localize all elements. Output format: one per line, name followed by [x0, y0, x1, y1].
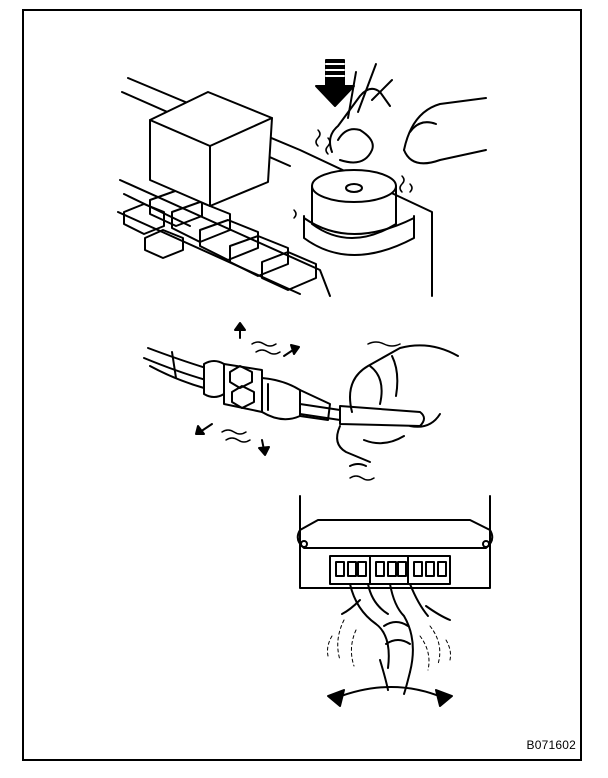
connector [203, 360, 331, 421]
tapped-relay [303, 169, 415, 256]
figure-border [22, 9, 582, 761]
relay-tap-panel [117, 59, 487, 297]
ecu-harness [341, 583, 451, 695]
vibration-marks [221, 341, 401, 481]
tap-arrow-icon [315, 59, 355, 107]
connector-panel [143, 322, 459, 481]
ecu-case [296, 495, 494, 589]
figure-code: B071602 [526, 738, 576, 752]
swing-arrow-icon [327, 686, 453, 707]
ecu-connector [329, 555, 451, 585]
tapping-hand [329, 63, 487, 165]
relay-cube [149, 91, 273, 207]
motion-lines [327, 619, 451, 671]
holding-hand [336, 344, 459, 467]
harness-wires [143, 347, 207, 389]
wiggle-arrows [195, 322, 300, 456]
screwdriver [299, 403, 425, 427]
ecu-panel [296, 495, 494, 707]
